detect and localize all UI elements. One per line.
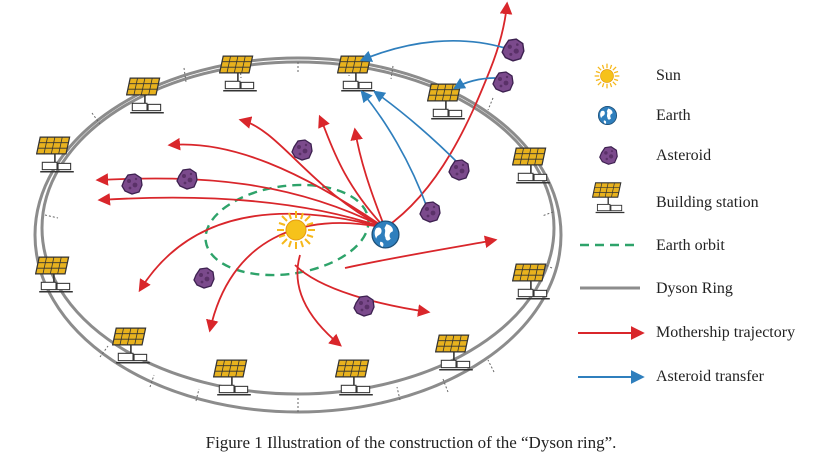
building-station-icon <box>126 77 165 114</box>
asteroid-icon <box>193 267 215 289</box>
figure-caption: Figure 1 Illustration of the constructio… <box>205 433 617 452</box>
earth-icon <box>597 105 618 126</box>
building-station-icon <box>112 327 151 364</box>
building-station-icon <box>427 83 466 120</box>
legend-asteroid-label: Asteroid <box>656 147 712 164</box>
building-station-icon <box>337 55 376 92</box>
building-station-icon <box>35 256 74 293</box>
mothership-trajectories <box>95 1 513 347</box>
asteroid-transfers <box>359 39 506 211</box>
dyson-ring <box>33 56 563 414</box>
legend-sun-label: Sun <box>656 67 681 84</box>
asteroid-icon <box>291 139 313 161</box>
asteroid-icon <box>353 295 375 317</box>
building-station-icon <box>512 263 551 300</box>
building-station-icon <box>512 147 551 184</box>
legend-dyson-ring-label: Dyson Ring <box>656 280 733 297</box>
legend-transfer-label: Asteroid transfer <box>656 368 764 385</box>
asteroid-icon <box>121 173 143 195</box>
legend-mothership-label: Mothership trajectory <box>656 324 796 341</box>
asteroid-icon <box>176 168 198 190</box>
asteroid-icon <box>599 146 618 165</box>
sun-icon <box>276 210 316 250</box>
asteroid-icon <box>501 38 525 62</box>
building-station-icon <box>213 359 252 396</box>
building-station-icon <box>335 359 374 396</box>
legend-earth-label: Earth <box>656 107 691 124</box>
asteroid-icon <box>419 201 441 223</box>
earth-icon <box>371 220 400 249</box>
legend-earth-orbit-label: Earth orbit <box>656 237 725 254</box>
asteroid-icon <box>492 71 514 93</box>
legend-building-station-label: Building station <box>656 194 759 211</box>
sun-icon <box>594 63 620 89</box>
asteroid-icon <box>448 159 470 181</box>
building-station-icon <box>592 182 626 214</box>
building-station-icon <box>219 55 258 92</box>
legend <box>578 63 645 384</box>
